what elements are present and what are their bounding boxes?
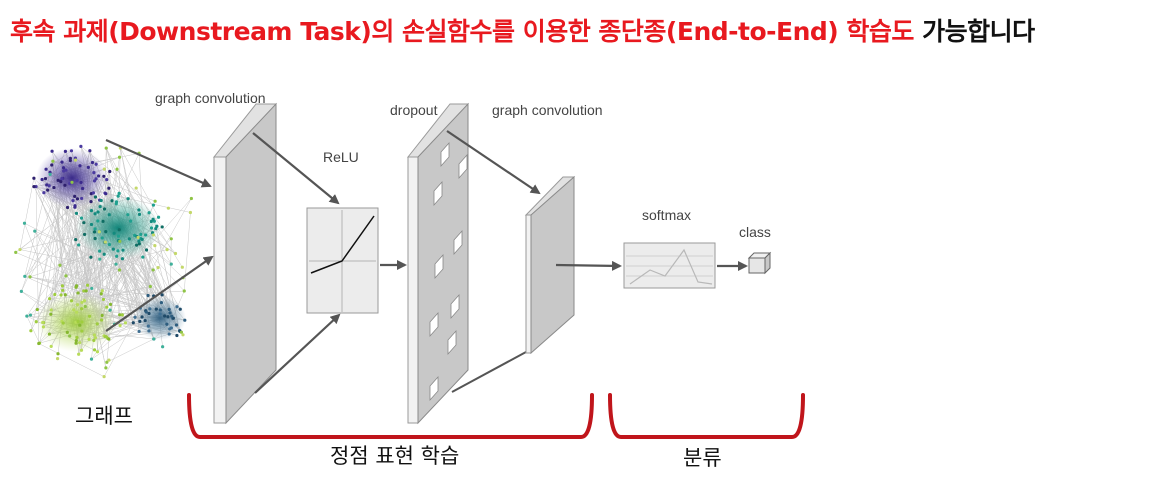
arrow-gc1-bottom-to-relu — [254, 313, 341, 394]
input-graph-label: 그래프 — [75, 404, 133, 428]
gc2-label: graph convolution — [492, 102, 603, 118]
gc1-layer-panel — [212, 102, 278, 425]
class-output-cube-icon — [747, 251, 772, 275]
softmax-box — [623, 242, 716, 289]
gc2-layer-panel — [524, 175, 576, 355]
class-label: class — [739, 224, 771, 240]
line-dropout-bottom-to-gc2 — [451, 351, 527, 393]
softmax-label: softmax — [642, 207, 691, 223]
dropout-layer-panel — [406, 102, 470, 425]
arrow-graph-to-gc1-top — [105, 138, 212, 188]
representation-learning-bracket — [187, 393, 594, 439]
relu-curve — [310, 215, 375, 274]
classification-bracket — [608, 393, 805, 439]
arrow-dropout-to-gc2 — [446, 130, 541, 195]
input-graph-network-image — [14, 144, 193, 379]
headline-black-text: 가능합니다 — [913, 17, 1035, 46]
relu-activation-box — [306, 207, 379, 314]
gc1-label: graph convolution — [155, 90, 266, 106]
representation-learning-label: 정점 표현 학습 — [330, 444, 459, 468]
arrow-graph-to-gc1-bottom — [105, 255, 214, 332]
headline: 후속 과제(Downstream Task)의 손실함수를 이용한 종단종(En… — [10, 12, 1035, 48]
classification-label: 분류 — [683, 446, 722, 470]
arrow-gc2-to-softmax — [555, 260, 622, 271]
headline-red-text: 후속 과제(Downstream Task)의 손실함수를 이용한 종단종(En… — [10, 17, 914, 46]
dropout-label: dropout — [390, 102, 438, 118]
arrow-gc1-to-relu — [252, 132, 340, 205]
relu-label: ReLU — [323, 149, 359, 165]
